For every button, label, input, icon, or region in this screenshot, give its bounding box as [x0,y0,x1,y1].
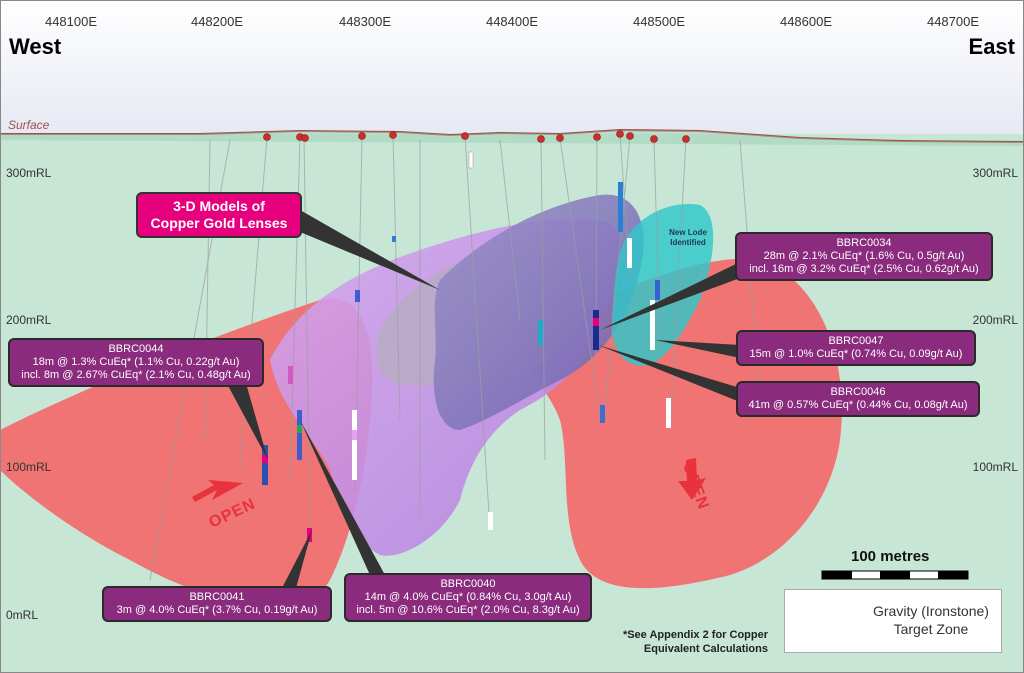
easting-label: 448300E [338,14,392,29]
rl-label: 0mRL [6,608,39,622]
scale-label: 100 metres [851,548,930,565]
rl-label: 100mRL [972,460,1018,474]
easting-label: 448200E [190,14,244,29]
open-arrow-east [678,458,706,500]
rl-label: 100mRL [6,460,52,474]
west-label: West [9,34,62,59]
easting-label: 448600E [779,14,833,29]
scale-bar [821,570,969,580]
rl-label: 300mRL [6,166,52,180]
easting-label: 448700E [926,14,980,29]
open-arrow-west [192,480,243,502]
footnote: *See Appendix 2 for Copper Equivalent Ca… [622,629,768,655]
dark-lens [433,194,644,430]
surface-label: Surface [8,118,50,132]
legend-label: Gravity (Ironstone) Target Zone [873,603,989,637]
callout-bbrc0041: BBRC0041 3m @ 4.0% CuEq* (3.7% Cu, 0.19g… [102,586,332,622]
callout-bbrc0047: BBRC0047 15m @ 1.0% CuEq* (0.74% Cu, 0.0… [736,330,976,366]
callout-bbrc0046: BBRC0046 41m @ 0.57% CuEq* (0.44% Cu, 0.… [736,381,980,417]
rl-label: 200mRL [972,313,1018,327]
easting-label: 448400E [485,14,539,29]
callout-leaders [225,210,740,588]
sky [0,0,1024,140]
callout-bbrc0040: BBRC0040 14m @ 4.0% CuEq* (0.84% Cu, 3.0… [344,573,592,622]
rl-label: 300mRL [972,166,1018,180]
callout-bbrc0044: BBRC0044 18m @ 1.3% CuEq* (1.1% Cu, 0.22… [8,338,264,387]
easting-label: 448500E [632,14,686,29]
new-lode [611,204,714,366]
legend: Gravity (Ironstone) Target Zone [784,589,1002,653]
callout-bbrc0034: BBRC0034 28m @ 2.1% CuEq* (1.6% Cu, 0.5g… [735,232,993,281]
rl-label: 200mRL [6,313,52,327]
new-lode-label: New Lode Identified [669,228,707,247]
models-label: 3-D Models of Copper Gold Lenses [136,192,302,238]
east-label: East [968,34,1015,59]
assay-intervals [262,151,671,542]
easting-label: 448100E [44,14,98,29]
drill-collars [263,130,690,143]
